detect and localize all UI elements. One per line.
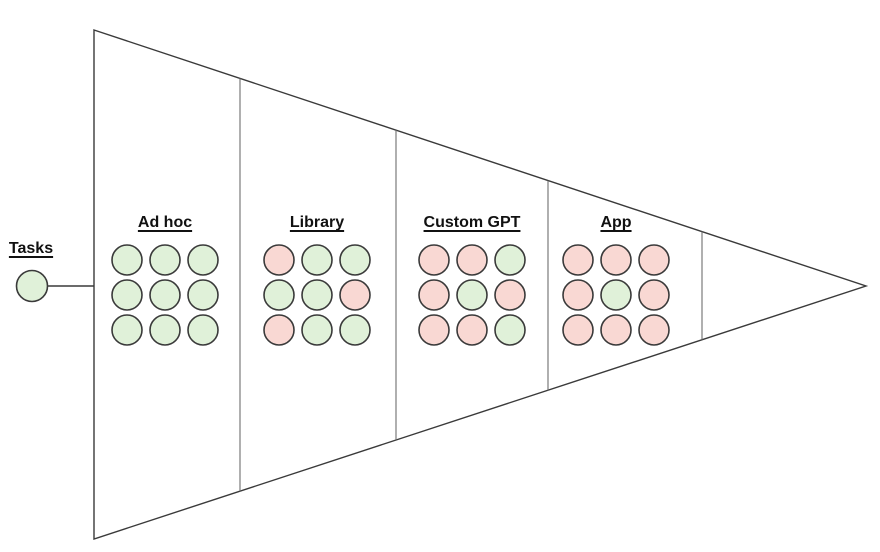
task-dot-fail xyxy=(418,244,450,276)
funnel-triangle-outline xyxy=(93,29,869,540)
task-dot-fail xyxy=(418,314,450,346)
section-label-custom-gpt: Custom GPT xyxy=(423,214,521,231)
task-dot-pass xyxy=(111,314,143,346)
task-dot-pass xyxy=(149,279,181,311)
task-dot-fail xyxy=(456,244,488,276)
task-dot-pass xyxy=(339,244,371,276)
task-dot-fail xyxy=(339,279,371,311)
task-dot-pass xyxy=(187,244,219,276)
task-dot-pass xyxy=(301,279,333,311)
task-dot-fail xyxy=(562,314,594,346)
task-dot-pass xyxy=(187,279,219,311)
section-label-app: App xyxy=(600,214,632,231)
task-dot-fail xyxy=(600,244,632,276)
tasks-node xyxy=(15,269,49,303)
task-dot-pass xyxy=(149,314,181,346)
section-label-library: Library xyxy=(289,214,345,231)
task-dot-fail xyxy=(638,314,670,346)
task-dot-fail xyxy=(456,314,488,346)
task-dot-fail xyxy=(600,314,632,346)
task-dot-pass xyxy=(339,314,371,346)
task-dot-grids xyxy=(111,244,670,346)
task-dot-pass xyxy=(600,279,632,311)
task-dot-fail xyxy=(562,244,594,276)
task-dot-pass xyxy=(301,314,333,346)
task-dot-pass xyxy=(494,244,526,276)
task-dot-pass xyxy=(494,314,526,346)
task-dot-fail xyxy=(638,279,670,311)
task-dot-pass xyxy=(111,279,143,311)
task-dot-pass xyxy=(263,279,295,311)
task-dot-fail xyxy=(638,244,670,276)
section-label-ad-hoc: Ad hoc xyxy=(137,214,193,231)
task-dot-fail xyxy=(562,279,594,311)
task-dot-pass xyxy=(301,244,333,276)
task-dot-pass xyxy=(187,314,219,346)
task-dot-fail xyxy=(494,279,526,311)
task-dot-fail xyxy=(263,314,295,346)
task-dot-pass xyxy=(456,279,488,311)
task-dot-fail xyxy=(418,279,450,311)
task-dot-pass xyxy=(111,244,143,276)
task-dot-fail xyxy=(263,244,295,276)
tasks-label: Tasks xyxy=(8,240,54,257)
task-dot-pass xyxy=(149,244,181,276)
section-dividers xyxy=(239,78,703,492)
